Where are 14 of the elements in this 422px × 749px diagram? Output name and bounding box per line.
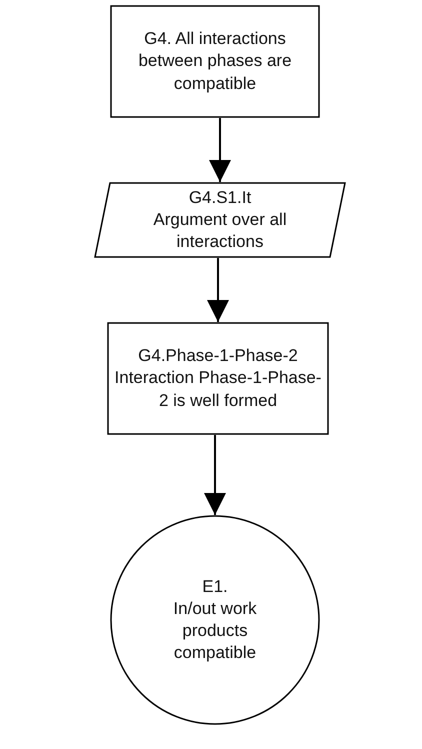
node-text: In/out work products compatible: [172, 598, 258, 664]
arrow: [209, 118, 231, 182]
evidence-circle: [110, 515, 320, 725]
arrow: [204, 435, 226, 515]
node-id: G4.S1.It: [188, 186, 252, 209]
goal-box: [110, 5, 320, 118]
strategy-parallelogram: [94, 182, 346, 258]
arrow: [207, 258, 229, 322]
goal-box: [107, 322, 329, 435]
node-text: Argument over all interactions: [152, 208, 288, 254]
node-id: G4.Phase-1-Phase-2: [138, 345, 298, 368]
node-text: G4. All interactions between phases are compatible: [137, 28, 293, 95]
node-id: E1.: [202, 576, 228, 598]
node-text: Interaction Phase-1-Phase-2 is well formed: [114, 367, 322, 412]
